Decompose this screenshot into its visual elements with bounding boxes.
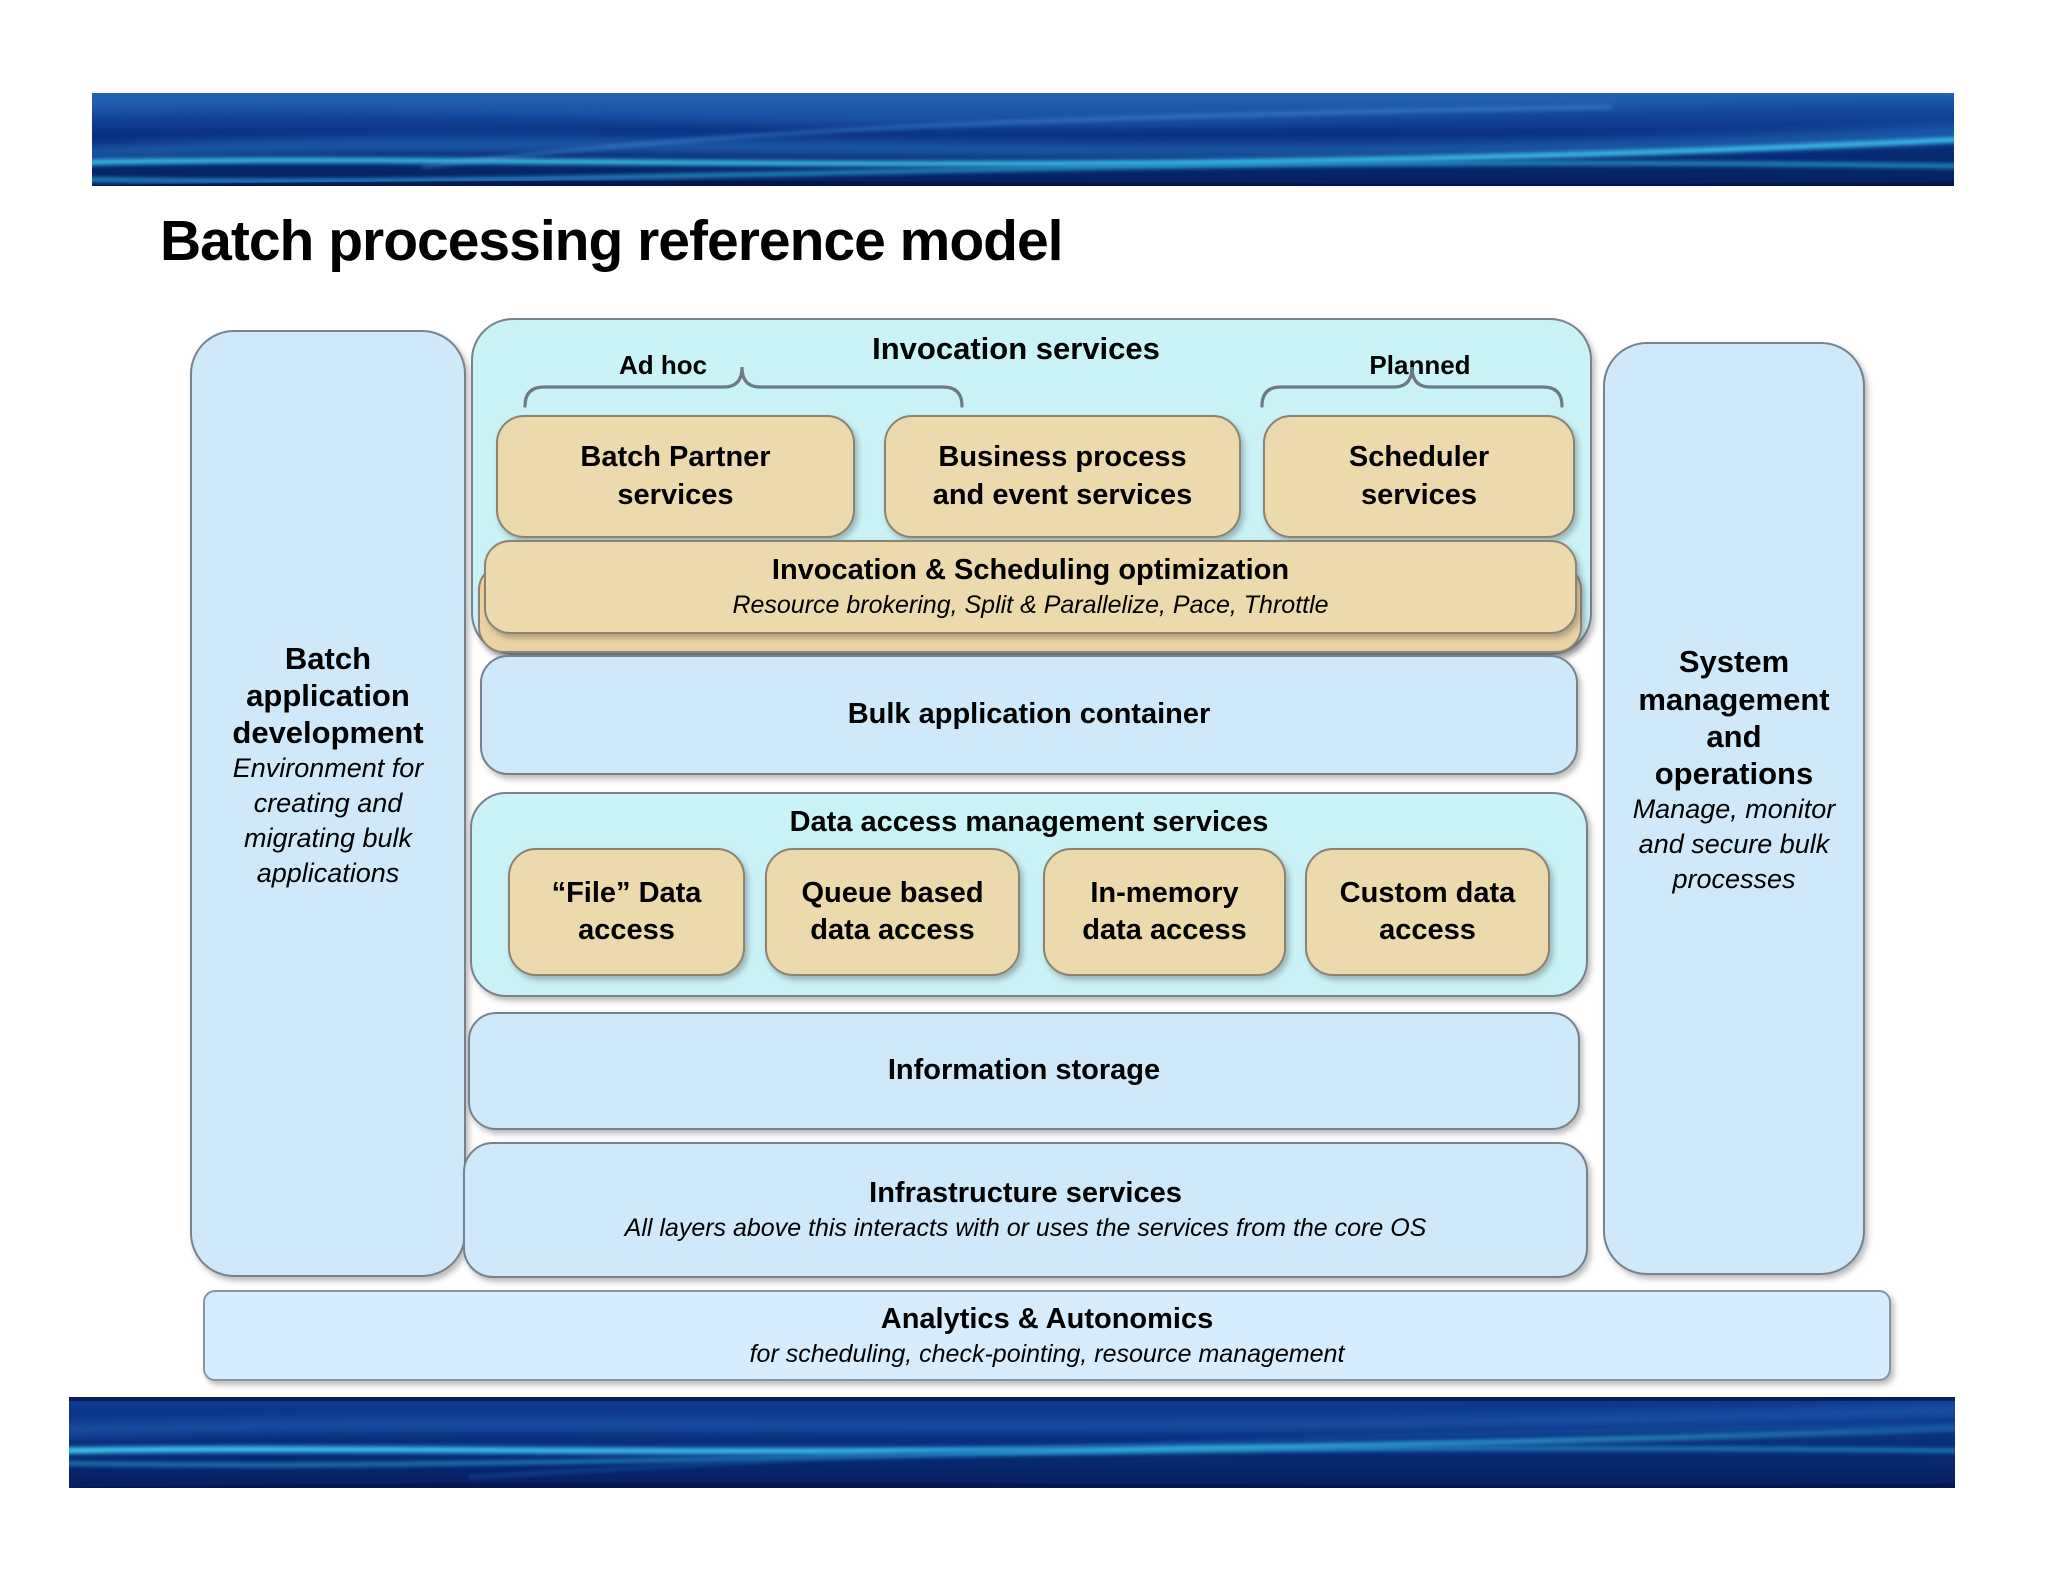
data-access-title: Data access management services xyxy=(789,806,1269,838)
box-custom-data-access: Custom data access xyxy=(1305,848,1550,976)
infrastructure-title: Infrastructure services xyxy=(869,1177,1182,1210)
box-business-process-event-services: Business process and event services xyxy=(884,415,1241,538)
infrastructure-subtitle: All layers above this interacts with or … xyxy=(624,1214,1427,1243)
bottom-banner-graphic xyxy=(69,1397,1955,1488)
top-banner-graphic xyxy=(92,93,1954,186)
planned-group-label: Planned xyxy=(1369,350,1471,380)
bar-information-storage: Information storage xyxy=(468,1012,1580,1130)
analytics-subtitle: for scheduling, check-pointing, resource… xyxy=(749,1339,1345,1368)
optimization-subtitle: Resource brokering, Split & Parallelize,… xyxy=(732,591,1329,620)
planned-brace-icon xyxy=(1260,366,1564,408)
analytics-title: Analytics & Autonomics xyxy=(880,1302,1214,1335)
page-title: Batch processing reference model xyxy=(160,209,1063,273)
adhoc-group-label: Ad hoc xyxy=(618,350,708,380)
box-queue-based-data-access: Queue based data access xyxy=(765,848,1020,976)
invocation-services-title: Invocation services xyxy=(872,331,1160,366)
box-in-memory-data-access: In-memory data access xyxy=(1043,848,1286,976)
box-batch-partner-services: Batch Partner services xyxy=(496,415,855,538)
panel-batch-application-development: Batch application development Environmen… xyxy=(190,330,466,1277)
right-panel-title: System management and operations xyxy=(1638,644,1830,792)
left-panel-title: Batch application development xyxy=(232,640,424,750)
optimization-bar: Invocation & Scheduling optimization Res… xyxy=(484,540,1577,634)
left-panel-subtitle: Environment for creating and migrating b… xyxy=(232,753,424,889)
bar-analytics-autonomics: Analytics & Autonomics for scheduling, c… xyxy=(203,1290,1891,1381)
bar-infrastructure-services: Infrastructure services All layers above… xyxy=(463,1142,1588,1278)
bar-bulk-application-container: Bulk application container xyxy=(480,655,1578,775)
box-scheduler-services: Scheduler services xyxy=(1263,415,1575,538)
box-file-data-access: “File” Data access xyxy=(508,848,745,976)
right-panel-subtitle: Manage, monitor and secure bulk processe… xyxy=(1632,794,1836,895)
optimization-title: Invocation & Scheduling optimization xyxy=(771,554,1290,587)
adhoc-brace-icon xyxy=(523,366,964,408)
panel-system-management-operations: System management and operations Manage,… xyxy=(1603,342,1865,1275)
